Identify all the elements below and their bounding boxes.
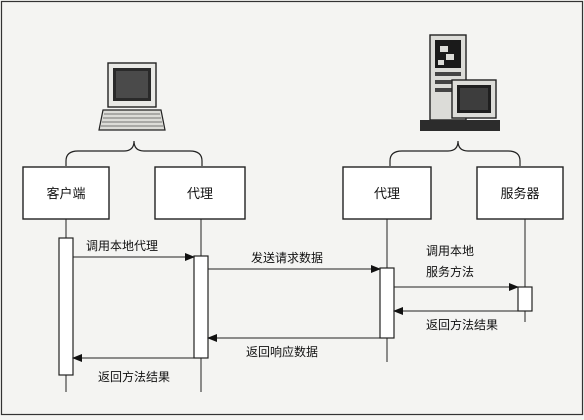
call-local-service-label-line2: 服务方法	[426, 264, 474, 279]
proxy-left-activation-bar	[193, 255, 209, 359]
server-tower-icon	[420, 34, 500, 131]
client-group-brace	[65, 140, 203, 166]
client-box	[22, 166, 110, 220]
client-activation-bar	[58, 237, 74, 376]
proxy-right-label: 代理	[374, 187, 400, 202]
server-label: 服务器	[500, 186, 539, 202]
send-request-data-label: 发送请求数据	[251, 250, 323, 265]
client-label: 客户端	[46, 186, 85, 202]
server-box	[476, 166, 564, 220]
return-method-result-server-label: 返回方法结果	[426, 317, 498, 332]
return-response-data-label: 返回响应数据	[246, 344, 318, 359]
server-activation-bar	[517, 286, 533, 312]
proxy-left-box	[154, 166, 246, 220]
return-method-result-client-label: 返回方法结果	[98, 369, 170, 384]
proxy-left-label: 代理	[187, 187, 213, 202]
call-local-service-label-line1: 调用本地	[426, 244, 474, 258]
server-group-brace	[389, 140, 521, 166]
proxy-right-activation-bar	[379, 267, 395, 339]
laptop-computer-icon	[98, 62, 166, 131]
proxy-right-box	[342, 166, 432, 220]
call-local-proxy-label: 调用本地代理	[86, 239, 158, 253]
